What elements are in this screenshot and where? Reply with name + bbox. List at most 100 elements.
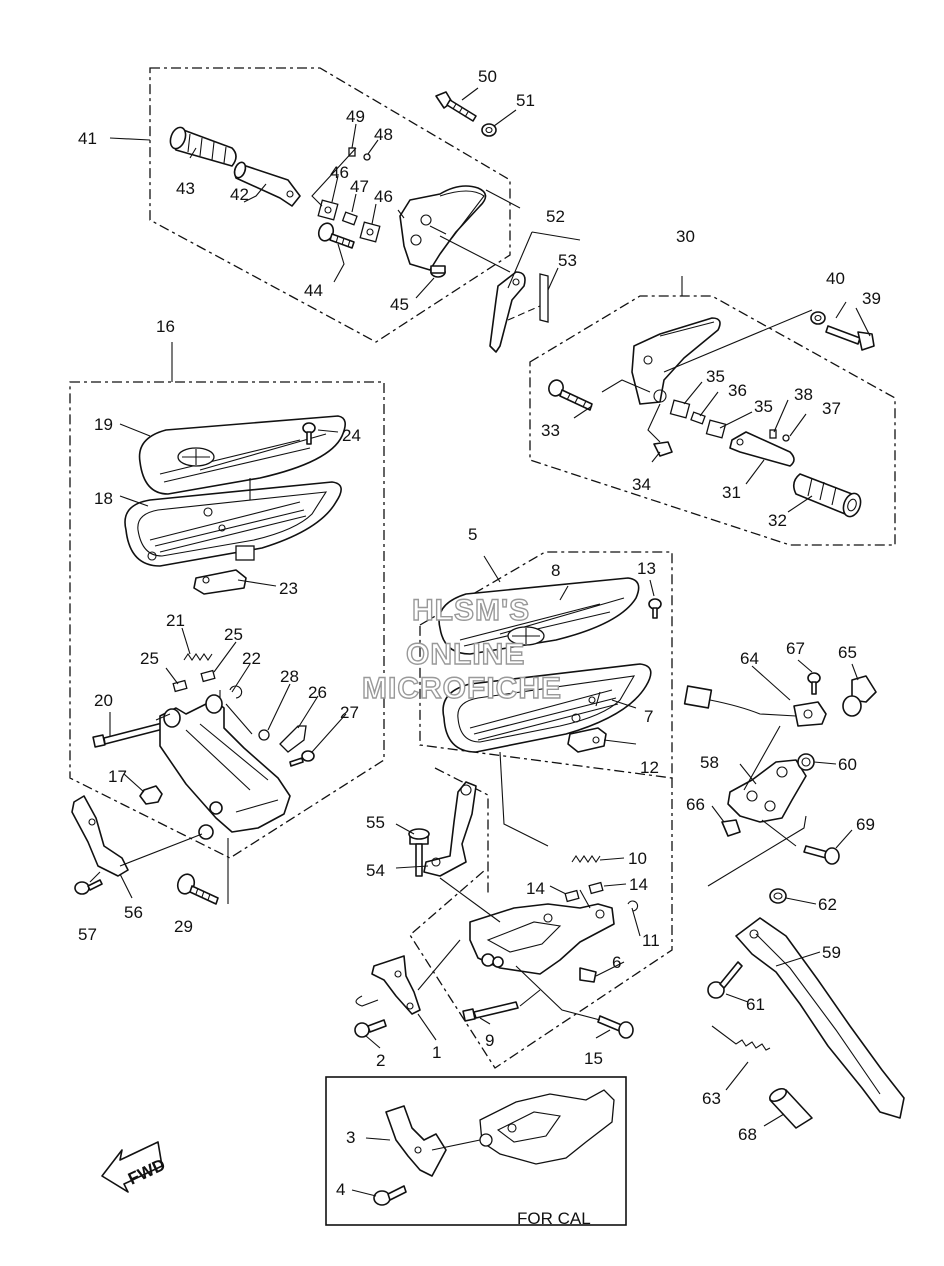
callout-6: 6 <box>612 953 621 972</box>
callout-9: 9 <box>485 1031 494 1050</box>
bolt-2 <box>354 1019 387 1038</box>
bolt-44 <box>317 222 355 249</box>
callout-19: 19 <box>94 415 113 434</box>
callout-42: 42 <box>230 185 249 204</box>
callout-68: 68 <box>738 1125 757 1144</box>
callout-30: 30 <box>676 227 695 246</box>
callout-25a: 25 <box>140 649 159 668</box>
callout-37: 37 <box>822 399 841 418</box>
callout-39: 39 <box>862 289 881 308</box>
callout-57: 57 <box>78 925 97 944</box>
screw-27 <box>289 750 315 767</box>
pin-38 <box>769 429 777 439</box>
spring-10 <box>571 855 601 863</box>
callout-14b: 14 <box>629 875 648 894</box>
sidestand-59 <box>735 917 905 1119</box>
footpeg-rubber-32 <box>792 473 862 518</box>
callouts: 1 2 3 4 5 6 7 8 9 10 11 12 13 14 14 15 1… <box>78 67 881 1199</box>
nut-45 <box>430 265 446 278</box>
bolt-50 <box>435 91 477 122</box>
callout-54: 54 <box>366 861 385 880</box>
plate-53 <box>539 273 549 323</box>
callout-2: 2 <box>376 1051 385 1070</box>
callout-48: 48 <box>374 125 393 144</box>
callout-21: 21 <box>166 611 185 630</box>
callout-14a: 14 <box>526 879 545 898</box>
callout-15: 15 <box>584 1049 603 1068</box>
callout-44: 44 <box>304 281 323 300</box>
bolt-61 <box>707 961 743 999</box>
spring-21 <box>183 653 213 661</box>
footrest-bracket-30 <box>631 317 721 405</box>
nut-34 <box>653 441 673 457</box>
nut-17 <box>139 785 163 805</box>
callout-50: 50 <box>478 67 497 86</box>
callout-43: 43 <box>176 179 195 198</box>
spring-47 <box>341 211 358 226</box>
fwd-arrow-icon: FWD <box>101 1141 168 1193</box>
callout-58: 58 <box>700 753 719 772</box>
callout-52: 52 <box>546 207 565 226</box>
footboard-bracket-16 <box>159 694 291 840</box>
washer-25b <box>200 669 216 683</box>
callout-38: 38 <box>794 385 813 404</box>
bracket-1 <box>355 955 421 1015</box>
washer-46a <box>317 199 339 221</box>
callout-63: 63 <box>702 1089 721 1108</box>
callout-24: 24 <box>342 426 361 445</box>
callout-12: 12 <box>640 758 659 777</box>
footrest-bracket-41 <box>399 185 487 271</box>
washer-14a <box>564 889 580 903</box>
callout-22: 22 <box>242 649 261 668</box>
footboard-bracket-5 <box>469 903 615 975</box>
footboard-bracket-inset <box>479 1089 615 1165</box>
callout-46b: 46 <box>374 187 393 206</box>
callout-8: 8 <box>551 561 560 580</box>
washer-35a <box>669 399 691 419</box>
damper-12 <box>567 727 607 753</box>
group-30-outline <box>529 295 896 546</box>
footpeg-31 <box>729 431 795 467</box>
callout-35a: 35 <box>706 367 725 386</box>
inset-label: FOR CAL <box>517 1209 591 1228</box>
callout-59: 59 <box>822 943 841 962</box>
callout-64: 64 <box>740 649 759 668</box>
callout-16: 16 <box>156 317 175 336</box>
bolt-39 <box>825 325 875 351</box>
inset-box <box>325 1076 627 1226</box>
nut-66 <box>721 819 741 837</box>
footpeg-rubber-43 <box>169 126 237 167</box>
bolt-29 <box>176 873 219 905</box>
callout-67: 67 <box>786 639 805 658</box>
screw-13 <box>648 598 662 619</box>
callout-65: 65 <box>838 643 857 662</box>
leader-lines <box>89 87 871 1197</box>
bolt-33 <box>548 379 593 411</box>
callout-33: 33 <box>541 421 560 440</box>
clip-22 <box>229 685 243 699</box>
callout-13: 13 <box>637 559 656 578</box>
callout-23: 23 <box>279 579 298 598</box>
damper-23 <box>193 569 247 595</box>
callout-49: 49 <box>346 107 365 126</box>
washer-46b <box>359 221 381 243</box>
callout-53: 53 <box>558 251 577 270</box>
arm-54 <box>423 781 477 877</box>
callout-45: 45 <box>390 295 409 314</box>
washer-40 <box>810 311 826 325</box>
ball-37 <box>782 434 790 442</box>
bolt-15 <box>597 1015 634 1039</box>
callout-61: 61 <box>746 995 765 1014</box>
bolt-62 <box>769 888 787 904</box>
footboard-7 <box>442 663 652 753</box>
callout-35b: 35 <box>754 397 773 416</box>
group-1-outline <box>409 778 673 1069</box>
callout-17: 17 <box>108 767 127 786</box>
bracket-3 <box>385 1105 447 1177</box>
cover-68 <box>769 1087 813 1129</box>
bolt-57 <box>74 879 103 895</box>
callout-3: 3 <box>346 1128 355 1147</box>
callout-26: 26 <box>308 683 327 702</box>
spring-63 <box>711 1025 771 1051</box>
